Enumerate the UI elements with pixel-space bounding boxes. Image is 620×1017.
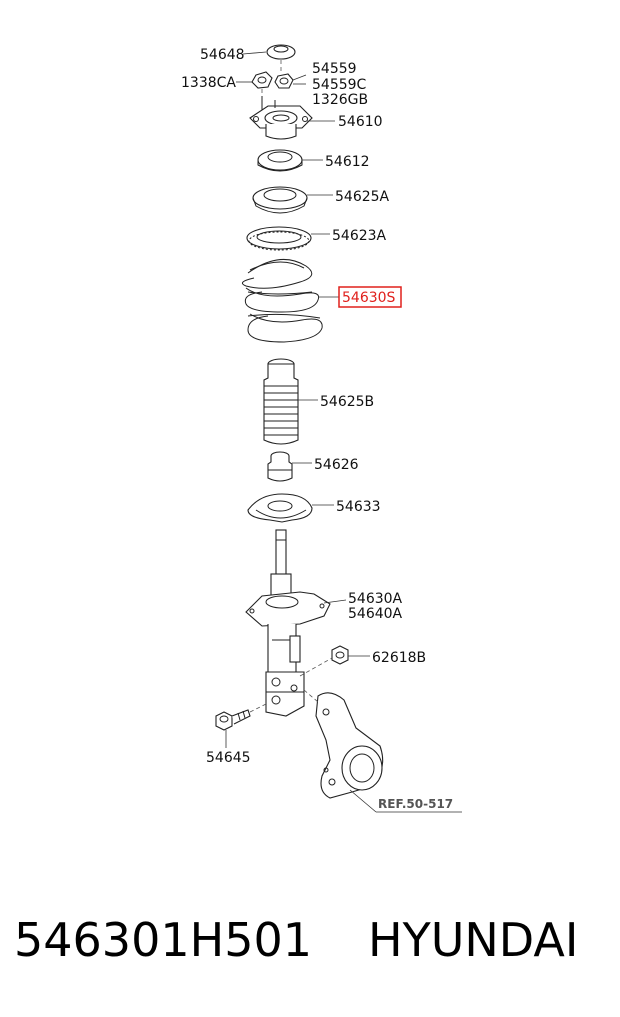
label-54630A: 54630A (348, 591, 403, 607)
highlight-box-54630S (338, 286, 402, 308)
brand-name: HYUNDAI (368, 913, 579, 967)
strut-assembly-diagram: 54648 54559 1338CA 54559C 1326GB 54610 5… (181, 44, 462, 813)
label-54559C: 54559C (312, 77, 367, 93)
label-1326GB: 1326GB (312, 92, 368, 108)
label-54625B: 54625B (320, 394, 374, 410)
part-54630A-strut-body (245, 529, 331, 717)
label-54610: 54610 (338, 114, 383, 130)
part-54625A-upper-seat (252, 186, 308, 214)
part-54625B-dust-boot (263, 358, 299, 445)
label-54640A: 54640A (348, 606, 403, 622)
part-54623A-spring-pad (246, 226, 312, 251)
label-54648: 54648 (200, 47, 245, 63)
label-54612: 54612 (325, 154, 370, 170)
label-54623A: 54623A (332, 228, 387, 244)
part-steering-knuckle (315, 692, 384, 799)
part-number: 546301H501 (14, 913, 312, 967)
part-54610-strut-mount (249, 96, 313, 140)
label-54625A: 54625A (335, 189, 390, 205)
label-54645: 54645 (206, 750, 251, 766)
label-54633: 54633 (336, 499, 381, 515)
label-62618B: 62618B (372, 650, 426, 666)
part-54633-lower-seat (247, 493, 313, 523)
label-54630S: 54630S (342, 290, 396, 306)
part-54645-bolt (215, 709, 251, 731)
part-54612-bearing (257, 149, 303, 172)
part-54559-nut (274, 60, 294, 89)
footer: 546301H501 HYUNDAI (0, 900, 620, 980)
label-ref-50-517: REF.50-517 (378, 797, 453, 811)
part-62618B-nut (331, 645, 349, 665)
part-54630S-coil-spring (241, 258, 323, 343)
label-54559: 54559 (312, 61, 357, 77)
part-54626-bump-stop (267, 451, 293, 482)
label-1338CA: 1338CA (181, 75, 236, 91)
part-54648-dust-cap (266, 44, 296, 60)
label-54626: 54626 (314, 457, 359, 473)
